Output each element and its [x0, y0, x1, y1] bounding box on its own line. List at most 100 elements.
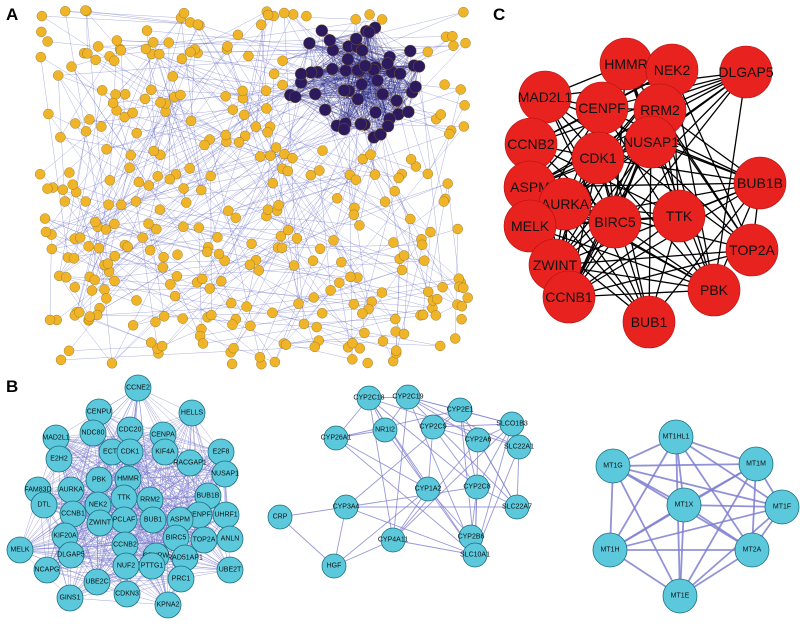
network-b-node-label: PTTG1 [141, 563, 164, 570]
network-a-node [362, 357, 373, 369]
network-b-node-label: E2H2 [50, 456, 68, 463]
network-a-node [197, 273, 208, 285]
network-a-node [184, 163, 195, 174]
network-a-edge [373, 69, 416, 87]
network-b-node-label: MT1H [600, 547, 619, 554]
network-c-node-label: MELK [511, 218, 550, 234]
network-b-node-label: SLC10A1 [460, 552, 490, 559]
network-a-node [148, 37, 159, 48]
network-a-edge [343, 56, 390, 130]
network-b-node-label: CYP2C19 [392, 394, 423, 401]
network-a-node [164, 173, 176, 185]
network-c-node: BIRC5 [588, 195, 642, 249]
network-a-node [309, 341, 320, 353]
network-a-node [158, 251, 169, 263]
network-a-edge [160, 82, 302, 156]
network-a-node [287, 152, 298, 164]
network-a-edge [198, 227, 289, 231]
network-a-node [74, 232, 86, 243]
network-a-node [197, 338, 209, 349]
network-a-edge [310, 175, 394, 362]
network-a-edge [370, 154, 431, 233]
network-a-node [232, 29, 244, 41]
network-a-node [36, 26, 47, 38]
network-a-node [357, 308, 368, 319]
network-a-node [220, 91, 231, 102]
network-a-node [104, 175, 116, 186]
network-a-node [347, 338, 358, 349]
network-a-node [305, 169, 316, 181]
network-a-node [255, 151, 266, 162]
network-b-node: CYP4A11 [378, 527, 408, 553]
network-a-node [308, 292, 319, 303]
network-b-node-circle [465, 427, 491, 453]
network-a-edge [295, 68, 333, 98]
network-a-node [111, 35, 123, 46]
network-c-node-circle [542, 270, 596, 324]
network-a-node [40, 226, 52, 238]
network-a-edge [190, 49, 195, 121]
network-a-node [102, 258, 114, 269]
network-a-node [140, 43, 152, 55]
network-a-node [390, 313, 401, 325]
network-a-node [154, 48, 165, 60]
network-a-node [109, 218, 120, 230]
network-b-node-label: PCLAF [113, 517, 136, 524]
network-b-node-label: FAM83D [24, 487, 51, 494]
network-a-node [151, 223, 162, 235]
network-a-node [268, 68, 280, 80]
network-a-node [80, 126, 92, 137]
network-c-node-label: BUB1 [631, 314, 668, 330]
network-a-node [99, 284, 110, 295]
network-b-node-label: NCAPG [35, 567, 60, 574]
network-a-edge [321, 30, 367, 32]
network-b-edge [98, 462, 191, 481]
network-b-node: KPNA2 [154, 591, 182, 619]
network-c-node: CDK1 [571, 131, 625, 185]
network-a-edge [153, 42, 190, 169]
network-a-edge [374, 174, 434, 301]
network-a-node [220, 129, 231, 141]
network-c-edge [614, 63, 627, 223]
network-a-node [130, 196, 142, 207]
network-a-edge [71, 66, 149, 186]
network-a-edge [283, 343, 353, 360]
network-a-edge [120, 34, 238, 50]
network-c-edge [648, 141, 652, 323]
network-b-node-label: PRC1 [172, 576, 191, 583]
network-a-edge [226, 49, 243, 91]
network-a-node [423, 286, 434, 297]
network-b-node-circle [124, 374, 152, 402]
network-b-node: CRP [267, 504, 293, 530]
network-a-node [456, 301, 468, 312]
network-c-edge [544, 96, 715, 291]
network-a-node [35, 51, 46, 63]
network-a-edge [197, 52, 302, 83]
network-c-node-label: AURKA [541, 196, 590, 212]
network-a-node [276, 242, 288, 254]
network-a-node [96, 121, 107, 132]
network-a-node [68, 253, 80, 264]
network-a-module-node [404, 44, 417, 58]
network-b-node-circle [462, 542, 488, 568]
network-b-node-circle [420, 414, 446, 440]
network-a-node [376, 14, 388, 25]
network-b-node: CYP3A4 [333, 494, 360, 520]
network-a-edge [151, 53, 233, 110]
network-a-node [144, 244, 156, 256]
network-b-node-circle [734, 532, 770, 568]
network-b-node-label: ECT2 [103, 449, 121, 456]
network-b-node-label: CENPU [87, 409, 112, 416]
network-a-node [254, 352, 266, 363]
network-b-edge [459, 409, 478, 488]
network-b-edge [392, 539, 476, 556]
network-b-node-label: AURKA [59, 487, 83, 494]
network-b-node-label: CYP2A6 [465, 437, 492, 444]
network-c-node-label: RRM2 [640, 102, 680, 118]
network-c-node: MELK [503, 199, 557, 253]
network-a-edge [324, 109, 355, 208]
network-b-edge [137, 387, 222, 453]
network-b-node: RACGAP1 [173, 449, 207, 477]
network-a-node [84, 311, 96, 322]
network-a-module-node [412, 60, 426, 73]
